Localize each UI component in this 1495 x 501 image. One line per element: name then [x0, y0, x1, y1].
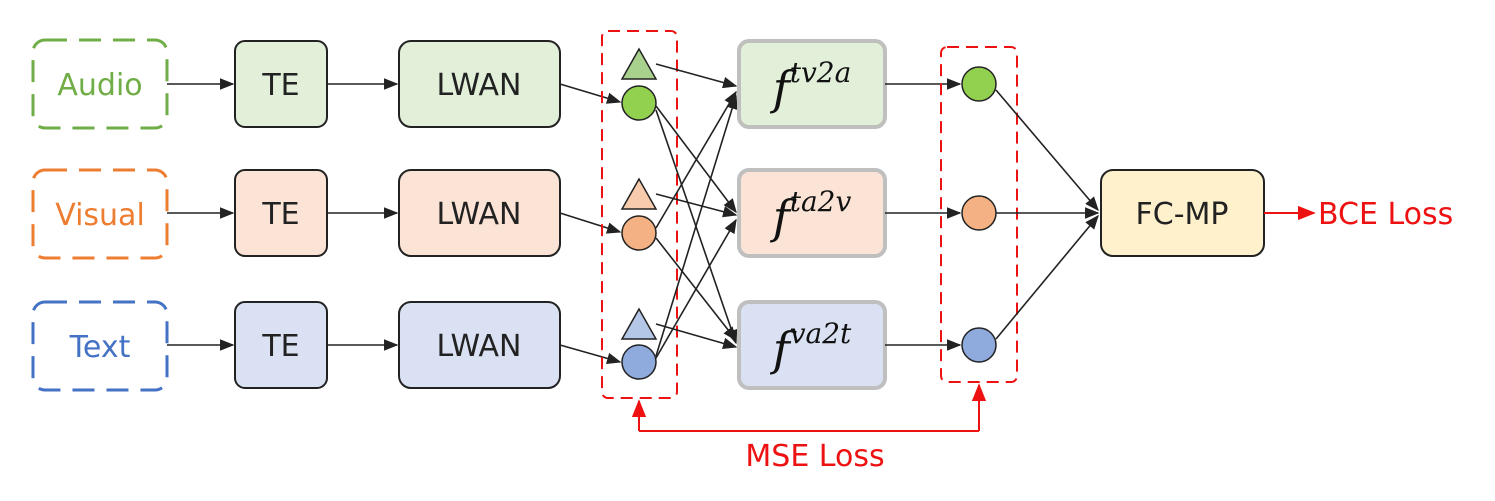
visual-lwan-label: LWAN	[437, 197, 522, 232]
bce-loss-label: BCE Loss	[1318, 197, 1453, 232]
text-feature-circle	[621, 344, 657, 380]
fc-mp-label: FC-MP	[1135, 197, 1228, 232]
text-te-label: TE	[261, 329, 299, 364]
translator-tv2a-sup: tv2a	[790, 56, 852, 89]
translator-va2t: fva2t	[737, 300, 887, 390]
visual-feature-circle	[621, 215, 657, 251]
svg-text:ftv2a: ftv2a	[770, 56, 852, 115]
visual-input-box	[31, 168, 169, 260]
text-input-label: Text	[69, 330, 131, 365]
audio-translated-triangle	[620, 47, 658, 80]
visual-input-label: Visual	[55, 198, 145, 233]
translator-ta2v: fta2v	[737, 168, 887, 258]
text-input-box	[31, 300, 169, 392]
audio-lwan-label: LWAN	[437, 68, 522, 103]
text-translated-triangle	[620, 307, 658, 340]
translated-features-group	[940, 46, 1018, 383]
audio-te-label: TE	[261, 68, 299, 103]
row-text: Text TE LWAN	[31, 300, 658, 392]
visual-output-circle	[961, 195, 997, 231]
row-visual: Visual TE LWAN	[31, 168, 658, 260]
translator-ta2v-sup: ta2v	[790, 185, 852, 218]
audio-output-circle	[961, 66, 997, 102]
audio-input-box	[31, 38, 169, 130]
text-lwan-label: LWAN	[437, 329, 522, 364]
translator-va2t-sup: va2t	[790, 317, 852, 350]
translator-tv2a: ftv2a	[737, 39, 887, 129]
visual-translated-triangle	[620, 177, 658, 210]
source-features-group	[601, 30, 678, 399]
audio-feature-circle	[621, 85, 657, 121]
mse-loss-label: MSE Loss	[745, 439, 884, 474]
text-output-circle	[961, 327, 997, 363]
visual-te-label: TE	[261, 197, 299, 232]
cross-connections	[655, 63, 738, 359]
audio-input-label: Audio	[57, 68, 142, 103]
row-audio: Audio TE LWAN	[31, 38, 658, 130]
